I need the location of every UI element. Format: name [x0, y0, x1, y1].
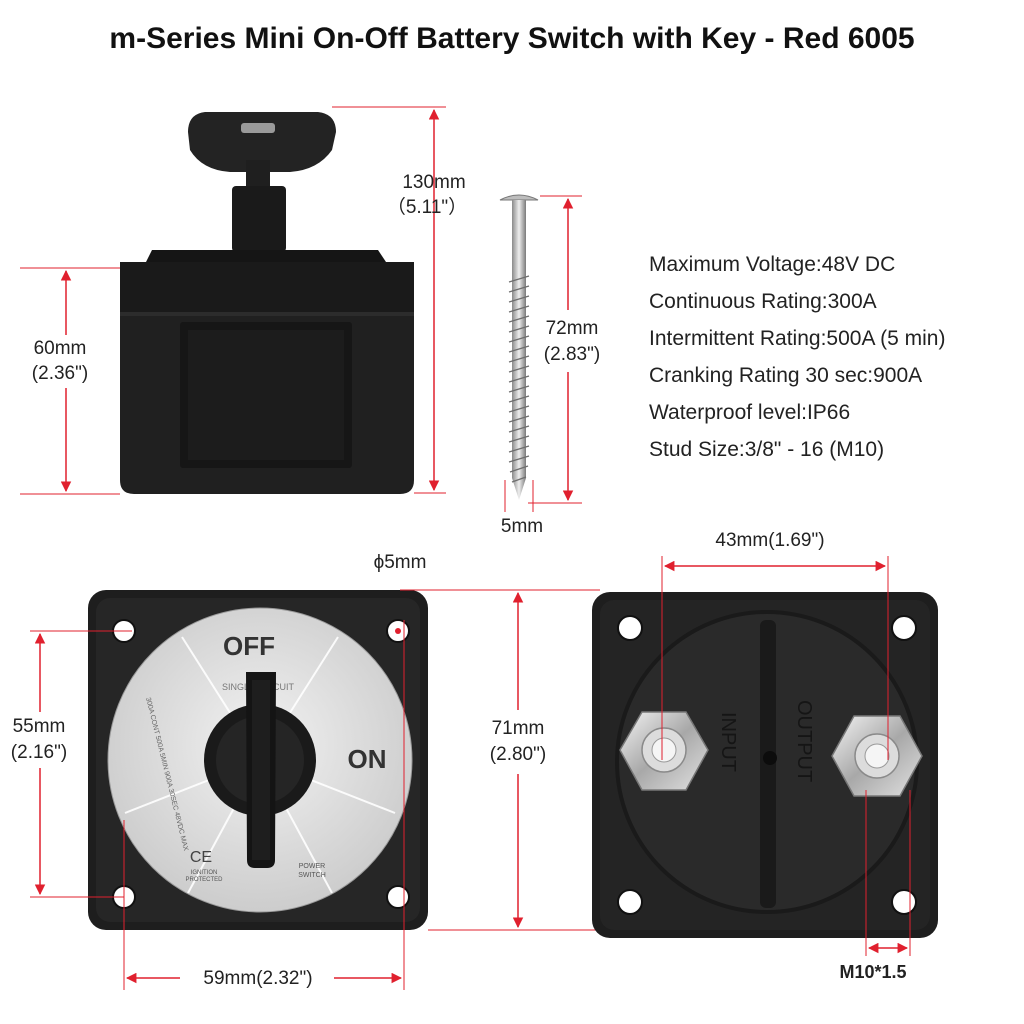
hole-spacing-inch-label: (2.16")	[10, 742, 68, 763]
spec-intermittent-rating: Intermittent Rating:500A (5 min)	[649, 327, 946, 350]
screw-length-label: 72mm	[545, 318, 599, 339]
spec-stud-size: Stud Size:3/8" - 16 (M10)	[649, 438, 885, 461]
off-label: OFF	[223, 631, 275, 661]
body-height-label: 60mm	[33, 338, 87, 359]
spec-waterproof-level: Waterproof level:IP66	[649, 401, 851, 424]
screw-diameter-label: 5mm	[500, 516, 544, 537]
input-label: INPUT	[717, 712, 739, 772]
hole-diameter-label: ϕ5mm	[373, 552, 427, 573]
spec-max-voltage: Maximum Voltage:48V DC	[649, 253, 896, 276]
back-face: INPUT OUTPUT	[592, 592, 938, 938]
body-height-inch-label: (2.36")	[31, 363, 89, 384]
face-height-inch-label: (2.80")	[489, 744, 547, 765]
face-height-label: 71mm	[491, 718, 545, 739]
ignition-protected-label: PROTECTED	[185, 877, 223, 883]
spec-cranking-rating: Cranking Rating 30 sec:900A	[649, 364, 923, 387]
mounting-screw	[499, 194, 539, 500]
stud-thread-label: M10*1.5	[839, 962, 907, 982]
spec-continuous-rating: Continuous Rating:300A	[649, 290, 877, 313]
ce-mark: CE	[190, 849, 212, 866]
total-height-label: 130mm	[402, 172, 466, 193]
hole-spacing-label: 55mm	[12, 716, 66, 737]
screw-length-inch-label: (2.83")	[543, 344, 601, 365]
stud-spacing-label: 43mm(1.69")	[715, 530, 825, 551]
power-label: POWER	[299, 863, 325, 870]
key-handle	[188, 112, 336, 172]
power-switch-label: SWITCH	[298, 872, 326, 879]
spec-list: Maximum Voltage:48V DC Continuous Rating…	[649, 246, 945, 468]
on-label: ON	[348, 744, 387, 774]
front-face: OFF ON SINGLE CIRCUIT POWER SWITCH CE IG…	[88, 590, 428, 930]
side-view	[120, 112, 414, 494]
total-height-inch-label: （5.11"）	[386, 197, 468, 218]
face-width-label: 59mm(2.32")	[203, 968, 313, 989]
ignition-label: IGNITION	[191, 870, 218, 876]
page-title: m-Series Mini On-Off Battery Switch with…	[109, 22, 915, 55]
output-label: OUTPUT	[793, 700, 815, 782]
